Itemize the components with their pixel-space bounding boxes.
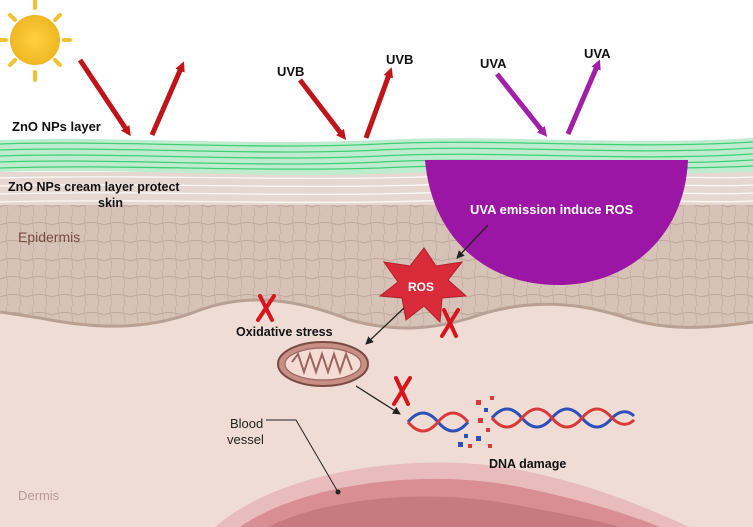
dermis-label: Dermis (18, 488, 60, 503)
block-x-icon (256, 294, 276, 322)
uva-incoming-arrow (495, 72, 548, 137)
ros-starburst (378, 247, 468, 324)
uva-reflected-label: UVA (584, 46, 611, 61)
uvb-incoming-arrow (298, 78, 347, 140)
ros-to-mitochondria-arrow (365, 307, 405, 345)
uva-emission-dome (425, 160, 688, 285)
blood-vessel-label-line2: vessel (227, 432, 264, 447)
ros-label: ROS (408, 280, 434, 294)
uv-reflected-arrow-1 (149, 61, 185, 136)
uva-emission-label: UVA emission induce ROS (470, 202, 634, 217)
uva-reflected-arrow (565, 59, 601, 135)
uva-incoming-label: UVA (480, 56, 507, 71)
dna-fragments (458, 396, 494, 448)
blood-vessel-pointer (266, 419, 339, 493)
cream-layer-label-line2: skin (98, 196, 123, 210)
uvb-incoming-label: UVB (277, 64, 304, 79)
blood-vessel-pointer-dot (335, 489, 341, 495)
uvb-reflected-arrow (363, 67, 393, 139)
dna-helix-icon (406, 407, 636, 433)
dna-damage-label: DNA damage (489, 457, 566, 471)
epidermis-label: Epidermis (18, 229, 80, 245)
uvb-reflected-label: UVB (386, 52, 413, 67)
dome-to-ros-arrow (456, 224, 489, 259)
zno-layer-label: ZnO NPs layer (12, 119, 101, 134)
blood-vessel-lumen (268, 496, 620, 527)
cream-layer-label-line1: ZnO NPs cream layer protect (8, 180, 180, 194)
mitochondria-to-dna-arrow (355, 385, 401, 415)
block-x-icon (392, 376, 412, 406)
uv-incoming-arrow-1 (77, 58, 131, 137)
sun-icon (0, 0, 72, 82)
mitochondria-icon (277, 341, 369, 387)
block-x-icon (440, 308, 460, 338)
sky-background (0, 0, 753, 140)
blood-vessel-label-line1: Blood (230, 416, 263, 431)
oxidative-stress-label: Oxidative stress (236, 325, 333, 339)
basement-membrane (0, 298, 753, 330)
